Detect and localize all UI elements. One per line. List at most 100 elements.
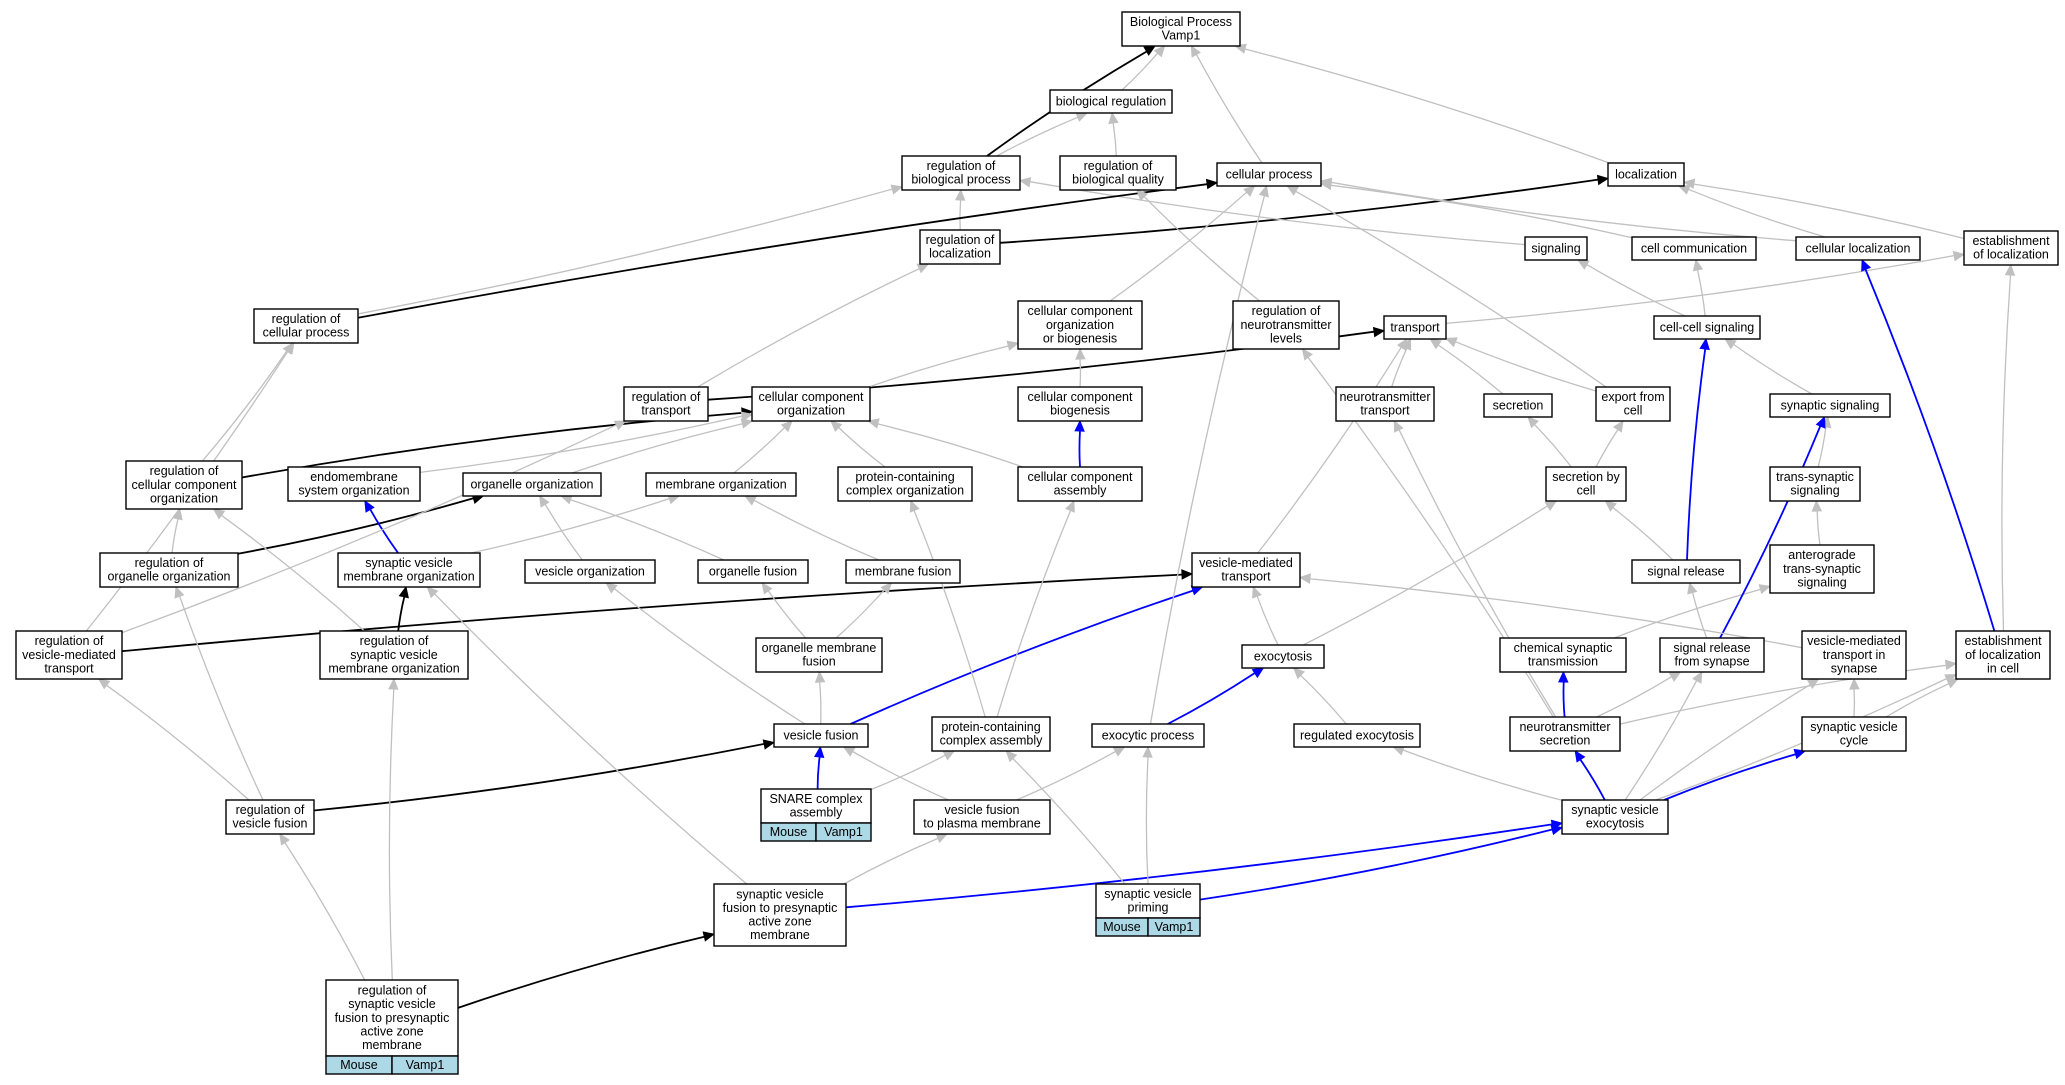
edge-arrowhead bbox=[1205, 178, 1219, 190]
term-label: transport in bbox=[1823, 648, 1886, 662]
edge-regvf-to-regvmt bbox=[97, 678, 250, 801]
edge-line bbox=[816, 756, 821, 790]
term-node-memfus[interactable]: membrane fusion bbox=[845, 559, 961, 584]
term-label: from synapse bbox=[1674, 655, 1749, 669]
term-label: neurotransmitter bbox=[1519, 720, 1610, 734]
term-node-secretion[interactable]: secretion bbox=[1483, 393, 1553, 418]
edge-orgfus-to-orgorg bbox=[560, 494, 725, 561]
term-label: fusion to presynaptic bbox=[723, 901, 838, 915]
edge-regloc-to-loc bbox=[999, 174, 1610, 244]
term-node-transport[interactable]: transport bbox=[1383, 315, 1447, 340]
term-label: cellular component bbox=[132, 478, 237, 492]
term-node-breg[interactable]: biological regulation bbox=[1049, 89, 1173, 114]
term-label: secretion bbox=[1493, 398, 1544, 412]
annotation-tag: Vamp1 bbox=[1147, 917, 1201, 937]
edge-sigrel-to-secbycell bbox=[1604, 500, 1674, 561]
edge-line bbox=[434, 593, 748, 885]
edge-arrowhead bbox=[740, 418, 754, 429]
term-label: biological quality bbox=[1072, 173, 1164, 187]
term-label: cellular component bbox=[1028, 470, 1133, 484]
term-node-orgfus[interactable]: organelle fusion bbox=[697, 559, 809, 584]
term-node-cellloc[interactable]: cellular localization bbox=[1795, 236, 1921, 261]
edge-line bbox=[1012, 758, 1126, 885]
term-node-cproc[interactable]: cellular process bbox=[1216, 162, 1322, 187]
annotation-tag-label: Vamp1 bbox=[406, 1058, 445, 1072]
term-label: transport bbox=[1390, 320, 1440, 334]
term-node-memorg[interactable]: membrane organization bbox=[645, 472, 797, 497]
edge-regvmt-to-vmt bbox=[121, 569, 1194, 653]
edge-line bbox=[1816, 510, 1821, 546]
term-label: regulation of bbox=[1252, 304, 1321, 318]
term-node-ccsig[interactable]: cell-cell signaling bbox=[1653, 315, 1761, 340]
edge-arrowhead bbox=[212, 508, 226, 520]
edge-arrowhead bbox=[97, 678, 111, 690]
term-label: Vamp1 bbox=[1162, 29, 1201, 43]
term-node-vesorg[interactable]: vesicle organization bbox=[524, 559, 656, 584]
term-node-synsig[interactable]: synaptic signaling bbox=[1769, 393, 1891, 418]
term-node-exoproc[interactable]: exocytic process bbox=[1091, 723, 1205, 748]
edge-arrowhead bbox=[1527, 416, 1540, 429]
term-node-orgorg[interactable]: organelle organization bbox=[462, 472, 602, 497]
annotation-tag-cell bbox=[1147, 917, 1201, 937]
term-node-cellcomm[interactable]: cell communication bbox=[1631, 236, 1757, 261]
edge-arrowhead bbox=[1724, 338, 1737, 350]
term-label: exocytosis bbox=[1586, 817, 1644, 831]
term-node-exocytosis[interactable]: exocytosis bbox=[1241, 644, 1325, 669]
term-node-sigrel[interactable]: signal release bbox=[1631, 559, 1741, 584]
term-label: organization bbox=[150, 491, 218, 505]
term-label: neurotransmitter bbox=[1240, 318, 1331, 332]
edge-cca-to-cco bbox=[867, 418, 1024, 468]
edge-antero-to-transsyn bbox=[1811, 499, 1823, 546]
term-box bbox=[1659, 637, 1765, 673]
term-box bbox=[1795, 236, 1921, 261]
term-node-vesfus[interactable]: vesicle fusion bbox=[773, 723, 869, 748]
term-node-loc[interactable]: localization bbox=[1607, 162, 1685, 187]
edge-ccsig-to-cellcomm bbox=[1692, 258, 1706, 317]
term-node-signaling[interactable]: signaling bbox=[1524, 236, 1588, 261]
edge-arrowhead bbox=[1815, 415, 1826, 429]
edge-line bbox=[838, 427, 886, 468]
term-label: organelle organization bbox=[470, 477, 593, 491]
term-node-regexo[interactable]: regulated exocytosis bbox=[1293, 723, 1421, 748]
